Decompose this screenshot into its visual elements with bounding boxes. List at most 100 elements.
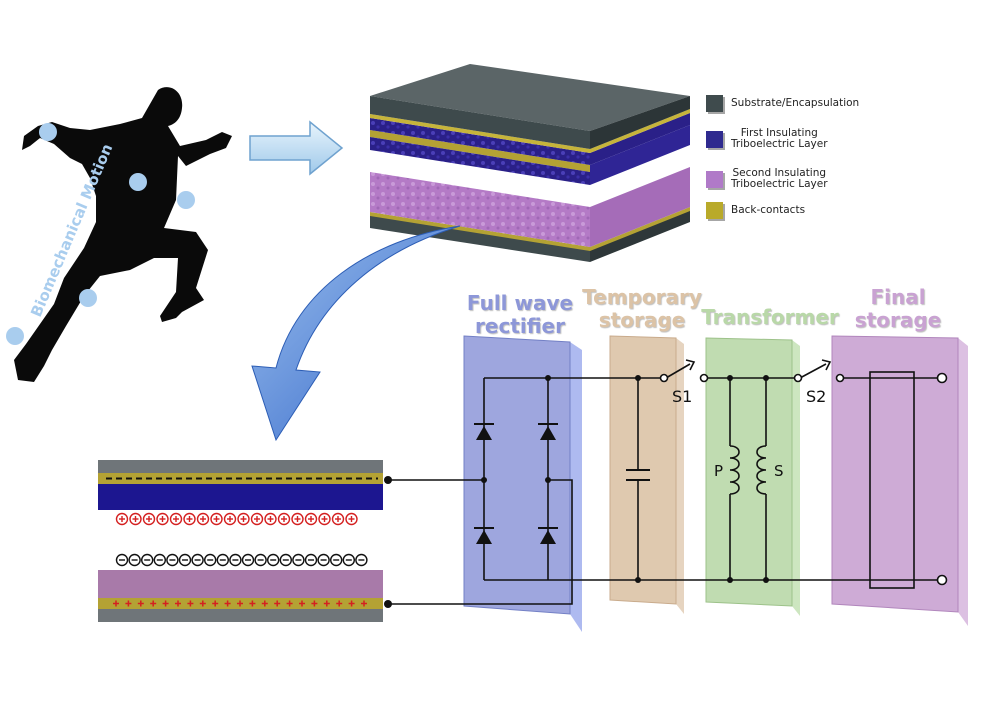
positive-charge xyxy=(331,512,345,526)
switch-s1-contact xyxy=(659,373,669,383)
legend-item-second-layer: Second Insulating Triboelectric Layer xyxy=(706,168,828,190)
right-arrow xyxy=(249,120,344,176)
positive-charge xyxy=(250,512,264,526)
positive-charge xyxy=(129,512,142,526)
rectifier-panel xyxy=(463,335,582,632)
positive-charge xyxy=(115,512,129,526)
junctions xyxy=(481,375,769,583)
stage-label-transformer: Transformer xyxy=(701,305,839,329)
cs-first-layer xyxy=(98,484,383,510)
cs-top-substrate xyxy=(98,460,383,473)
legend-label: First Insulating Triboelectric Layer xyxy=(731,127,828,150)
stack-first-layer-front xyxy=(590,113,690,165)
transformer-panel-face xyxy=(705,337,793,607)
junction xyxy=(481,477,487,483)
positive-charge xyxy=(264,512,277,526)
plus-sign xyxy=(361,600,367,607)
positive-charge xyxy=(169,512,183,526)
negative-charge xyxy=(191,553,204,567)
positive-charge xyxy=(223,512,237,526)
junction xyxy=(635,577,641,583)
switch-s1-arrow xyxy=(685,359,696,371)
diode-left-bottom xyxy=(476,530,492,544)
cross-section-top xyxy=(98,460,392,510)
switch-s2-label: S2 xyxy=(806,387,826,406)
negative-charge xyxy=(355,553,368,567)
rectifier-panel-face xyxy=(463,335,571,615)
negative-charges-row xyxy=(115,553,368,567)
plus-sign xyxy=(348,600,355,607)
final-panel-face xyxy=(831,335,959,613)
junction xyxy=(727,577,733,583)
positive-charge xyxy=(291,512,304,526)
negative-charge xyxy=(279,553,292,567)
final-storage-box xyxy=(869,371,915,589)
negative-charge xyxy=(342,553,355,567)
plus-sign xyxy=(212,600,219,607)
negative-charge xyxy=(292,553,305,567)
cs-bottom-lead xyxy=(384,600,392,608)
plus-sign xyxy=(187,600,194,607)
legend-swatch-back-contacts xyxy=(706,202,723,219)
primary-coil xyxy=(729,445,740,495)
positive-charge xyxy=(237,512,250,526)
stack-top-substrate-side xyxy=(370,96,590,149)
joint-elbow xyxy=(177,191,195,209)
legend-swatch-second-layer xyxy=(706,170,723,188)
stage-label-rectifier: Full wave rectifier xyxy=(466,291,574,338)
stack-top-substrate-front xyxy=(590,96,690,149)
junction xyxy=(545,477,551,483)
stack-first-layer-side xyxy=(370,130,590,172)
runner-silhouette: Biomechanical Motion xyxy=(6,87,232,382)
negative-charge xyxy=(140,553,154,567)
plus-sign xyxy=(249,600,256,607)
stack-top-contact xyxy=(370,109,690,153)
legend-swatch-substrate xyxy=(706,95,723,112)
plus-sign xyxy=(261,600,268,607)
negative-charge xyxy=(203,553,217,567)
temporary-panel-depth xyxy=(676,338,684,614)
stack-bottom-substrate-front xyxy=(590,210,690,262)
negative-charge xyxy=(115,553,129,567)
plus-sign xyxy=(237,600,243,607)
transformer-panel xyxy=(705,337,800,616)
stage-label-temporary: Temporary storage xyxy=(582,285,702,332)
negative-charge xyxy=(304,553,318,567)
positive-charges-row xyxy=(115,512,358,526)
diode-right-top xyxy=(540,426,556,440)
negative-charge xyxy=(254,553,267,567)
cs-top-lead xyxy=(384,476,392,484)
final-panel xyxy=(831,335,968,626)
plus-sign xyxy=(311,600,318,607)
cross-section-bottom xyxy=(98,570,392,622)
negative-charge xyxy=(317,553,330,567)
plus-sign xyxy=(199,600,206,607)
junction xyxy=(727,375,733,381)
negative-charge xyxy=(229,553,242,567)
switch-s2-contact xyxy=(793,373,803,383)
runner-body xyxy=(14,87,232,382)
negative-charge xyxy=(267,553,280,567)
plus-sign xyxy=(162,600,169,607)
switch-s1-blade xyxy=(665,363,691,379)
switch-s2-blade xyxy=(799,363,827,379)
joint-wrist xyxy=(39,123,57,141)
rectifier-panel-depth xyxy=(570,342,582,632)
curved-arrow xyxy=(251,225,461,442)
switch-s1-label: S1 xyxy=(672,387,692,406)
joint-ankle xyxy=(6,327,24,345)
plus-sign xyxy=(125,600,132,607)
final-panel-depth xyxy=(958,338,968,626)
junction xyxy=(635,375,641,381)
cs-bottom-substrate xyxy=(98,609,383,622)
negative-charge xyxy=(178,553,192,567)
output-terminal xyxy=(936,372,948,384)
plus-signs-row xyxy=(113,600,367,607)
stack-first-layer-body xyxy=(370,118,590,165)
stack-second-layer-side xyxy=(370,172,590,247)
secondary-coil xyxy=(756,445,767,495)
joint-hip xyxy=(129,173,147,191)
plus-sign xyxy=(299,600,305,607)
negative-charge xyxy=(128,553,141,567)
legend-swatch-first-layer xyxy=(706,130,723,148)
